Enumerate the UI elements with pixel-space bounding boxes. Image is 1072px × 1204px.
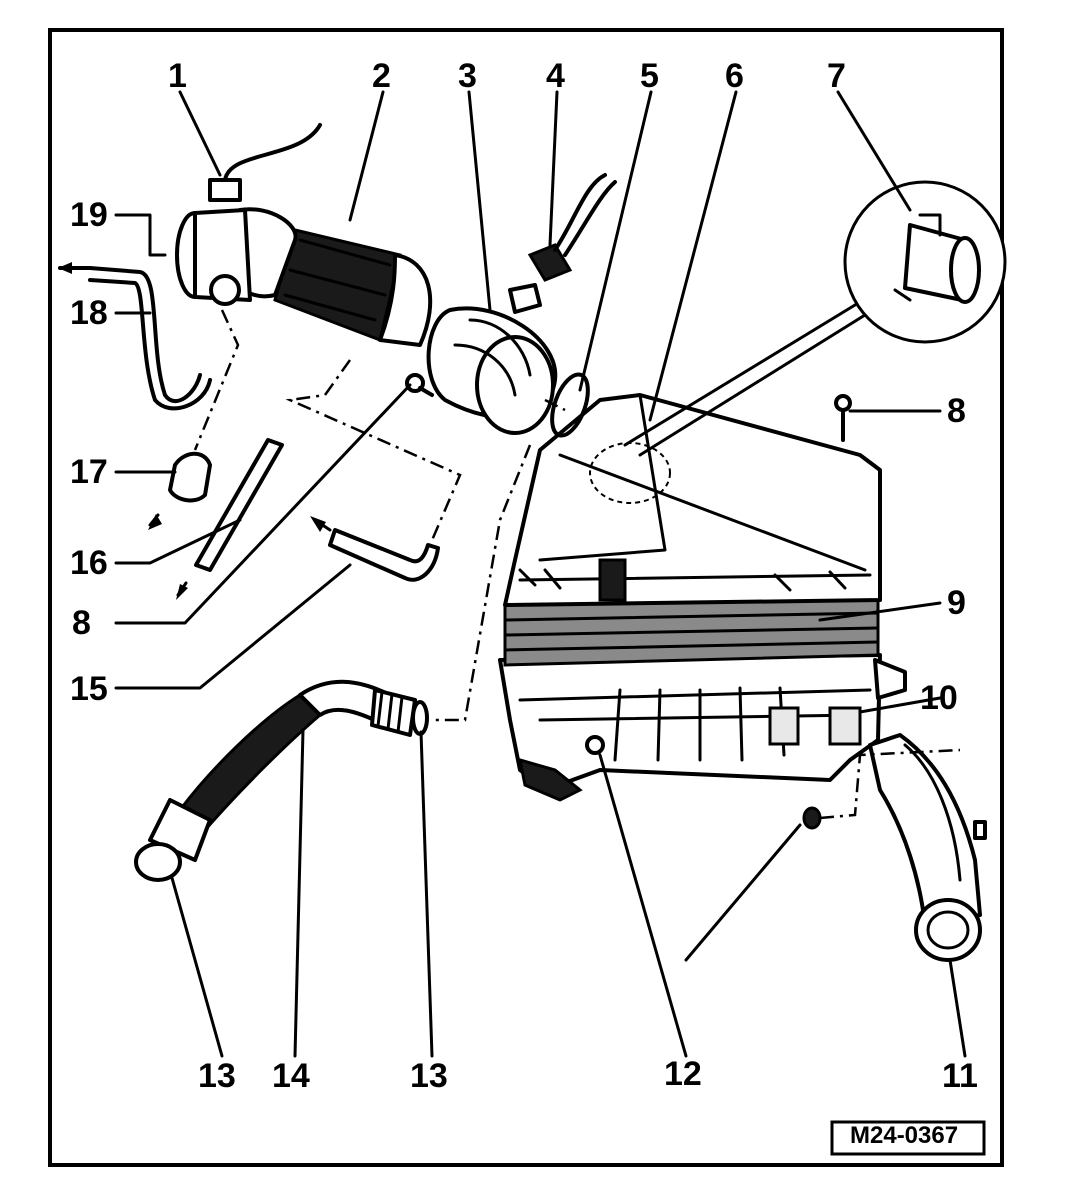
grommet-right [802,806,822,830]
callout-15: 15 [70,670,108,708]
callout-3: 3 [458,57,477,95]
callout-10: 10 [920,679,958,717]
callout-8-lower: 8 [72,604,91,642]
callout-labels: 1 2 3 4 5 6 7 8 8 9 10 11 12 13 13 14 15… [70,57,978,1095]
air-filter-housing-lower [498,653,907,802]
sensor-connector [527,173,617,282]
callout-12: 12 [664,1055,702,1093]
callout-11: 11 [942,1057,978,1095]
intake-elbow [175,123,322,306]
callout-7: 7 [827,57,846,95]
seal-ring [550,372,590,438]
callout-2: 2 [372,57,391,95]
air-filter-housing-upper [503,393,882,607]
assembly-lines [193,309,961,820]
callout-4: 4 [546,57,565,95]
leader-lines [114,90,967,1058]
callout-17: 17 [70,453,108,491]
diagram-frame [48,28,1004,1167]
bent-hose [310,516,440,582]
callout-13-right: 13 [410,1057,448,1095]
callout-13-left: 13 [198,1057,236,1095]
callout-8-upper: 8 [947,392,966,430]
detail-view [623,180,1007,457]
figure-reference-code: M24-0367 [850,1122,958,1149]
small-hose [176,438,284,600]
callout-1: 1 [168,57,187,95]
mass-airflow-sensor [426,283,558,435]
callout-19: 19 [70,196,108,234]
callout-6: 6 [725,57,744,95]
intake-duct [868,733,987,962]
corrugated-hose [134,679,429,882]
screw-upper [834,394,852,442]
callout-5: 5 [640,57,659,95]
vent-hose [58,262,212,411]
callout-16: 16 [70,544,108,582]
screw-lower [405,373,434,397]
callout-14: 14 [272,1057,310,1095]
callout-18: 18 [70,294,108,332]
callout-9: 9 [947,584,966,622]
vent-valve [148,451,212,530]
figure-reference-box: M24-0367 [830,1120,986,1156]
intake-hose [228,207,433,347]
grommet-left [585,735,605,755]
air-filter-element [503,596,880,667]
